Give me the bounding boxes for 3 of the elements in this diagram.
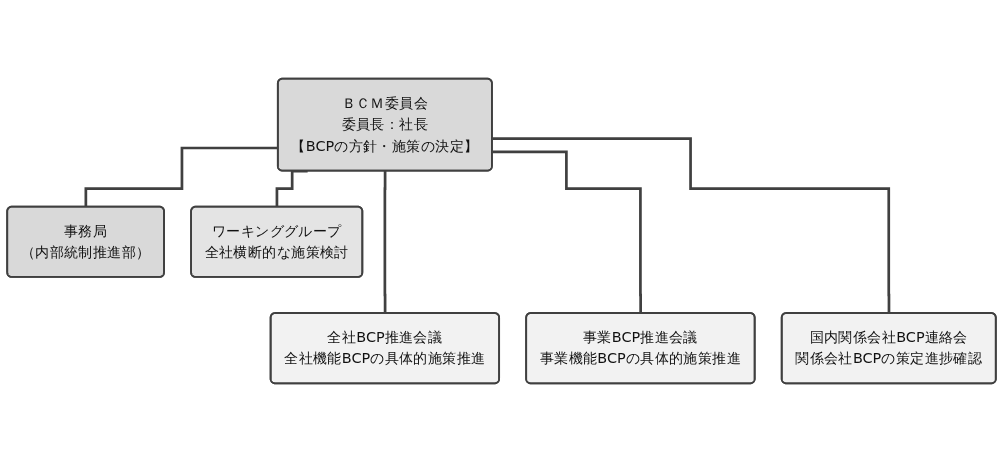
connector bbox=[492, 137, 891, 315]
connector bbox=[492, 150, 643, 315]
connector bbox=[383, 169, 387, 315]
